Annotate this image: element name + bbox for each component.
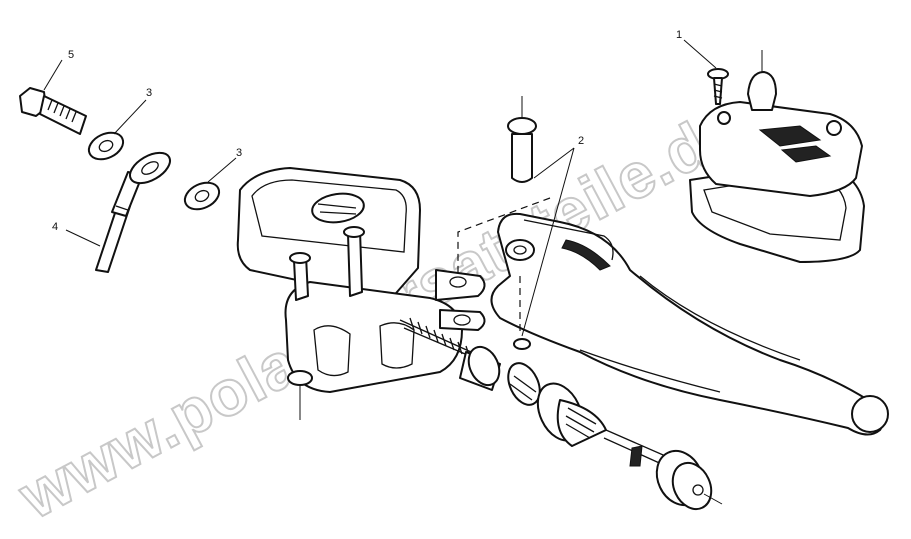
- leader-2a: [533, 147, 575, 179]
- callout-5: 5: [68, 49, 74, 61]
- callout-4: 4: [52, 221, 58, 233]
- banjo-bolt: [19, 87, 87, 135]
- reservoir-cap: [689, 50, 865, 263]
- leader-5: [43, 59, 63, 91]
- piston-spring-assembly: [399, 317, 723, 511]
- brake-lever: [490, 212, 889, 436]
- callout-1: 1: [676, 29, 682, 41]
- leader-2b: [521, 147, 575, 337]
- brake-hose: [95, 151, 171, 273]
- leader-3b: [207, 157, 237, 183]
- callout-3-upper: 3: [146, 87, 152, 99]
- leader-4: [65, 229, 101, 247]
- leader-3a: [113, 99, 147, 135]
- assembly-dash-line: [457, 197, 551, 336]
- leader-1: [683, 39, 717, 69]
- master-cylinder-body: [236, 167, 486, 420]
- washer-lower: [183, 181, 221, 211]
- pivot-pin: [507, 96, 537, 183]
- washer-upper: [87, 131, 125, 161]
- callout-3-lower: 3: [236, 147, 242, 159]
- callout-2: 2: [578, 135, 584, 147]
- pivot-clip: [513, 338, 531, 350]
- cap-screw: [707, 68, 729, 105]
